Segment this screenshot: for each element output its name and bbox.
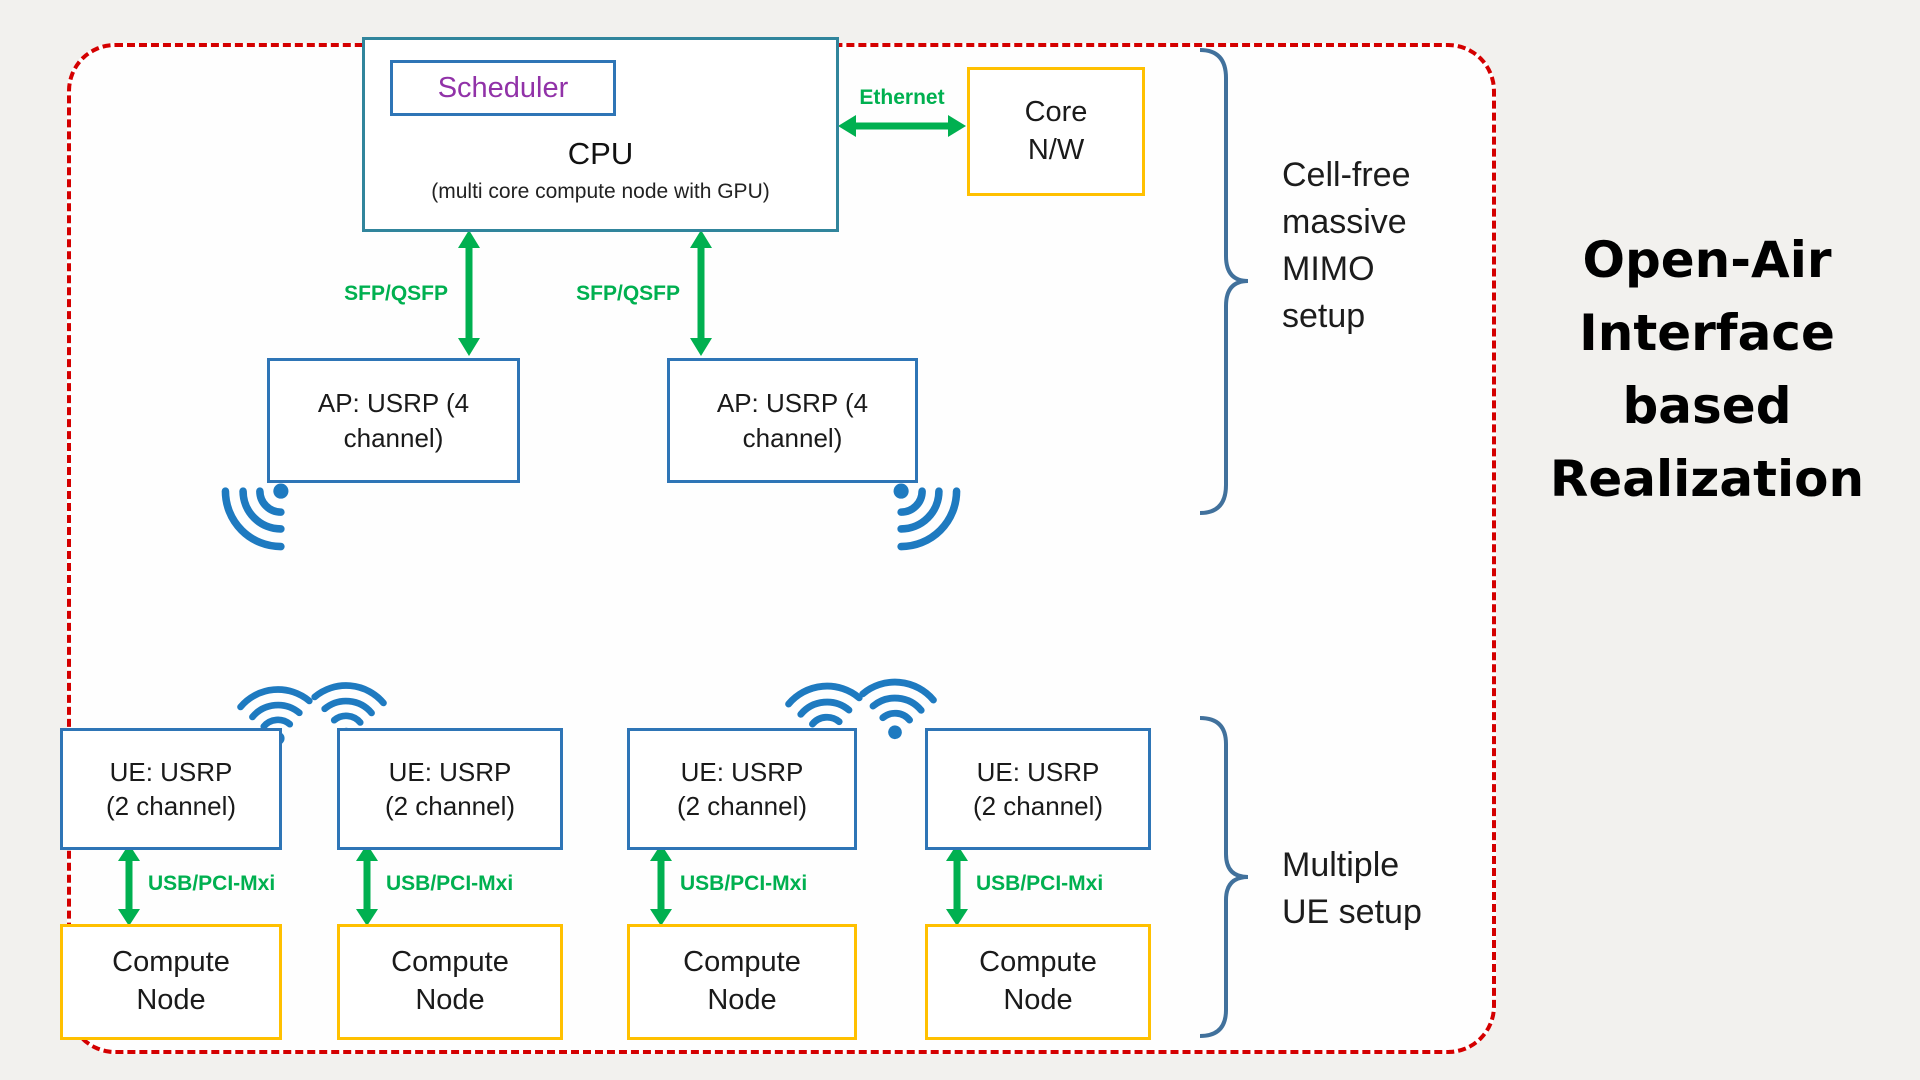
ue-box-1: UE: USRP (2 channel) [60, 728, 282, 850]
ap-box-1: AP: USRP (4 channel) [267, 358, 520, 483]
main-title-line4: Realization [1549, 450, 1865, 508]
ue4-line2: (2 channel) [972, 791, 1104, 821]
cn1-line1: Compute [112, 946, 230, 979]
top-group-brace [1199, 48, 1249, 515]
ue4-line1: UE: USRP [976, 756, 1100, 787]
main-title-line3: based [1622, 377, 1792, 435]
ue-box-3: UE: USRP (2 channel) [627, 728, 857, 850]
cn2-line1: Compute [391, 946, 509, 979]
scheduler-box: Scheduler [390, 60, 616, 116]
compute-node-box-3: Compute Node [627, 924, 857, 1040]
ap1-line1: AP: USRP (4 [317, 388, 470, 419]
main-title-line2: Interface [1579, 304, 1835, 362]
main-title-line1: Open-Air [1582, 231, 1832, 289]
sfp-left-arrow [458, 230, 480, 356]
bottom-group-label: Multiple UE setup [1282, 842, 1422, 936]
ue1-line2: (2 channel) [105, 791, 237, 821]
usb-arrow-3 [650, 844, 672, 926]
ap-box-2: AP: USRP (4 channel) [667, 358, 918, 483]
ue-box-4: UE: USRP (2 channel) [925, 728, 1151, 850]
ap2-line2: channel) [742, 422, 843, 453]
sfp-right-arrow [690, 230, 712, 356]
usb-arrow-1 [118, 844, 140, 926]
cpu-sublabel: (multi core compute node with GPU) [431, 180, 770, 203]
top-group-label: Cell-free massive MIMO setup [1282, 152, 1410, 340]
usb-label-4: USB/PCI-Mxi [976, 872, 1104, 895]
bottom-group-brace [1199, 716, 1249, 1038]
cn4-line1: Compute [979, 946, 1097, 979]
wifi-icon-ue4 [859, 678, 937, 740]
usb-label-2: USB/PCI-Mxi [386, 872, 514, 895]
core-network-line2: N/W [1027, 133, 1085, 166]
top-group-line4: setup [1282, 296, 1366, 335]
usb-arrow-2 [356, 844, 378, 926]
usb-arrow-4 [946, 844, 968, 926]
cn3-line2: Node [707, 984, 777, 1016]
ue-box-2: UE: USRP (2 channel) [337, 728, 563, 850]
ue2-line1: UE: USRP [388, 756, 512, 787]
wifi-icon-ap2 [893, 483, 961, 551]
compute-node-box-4: Compute Node [925, 924, 1151, 1040]
ethernet-label: Ethernet [859, 86, 945, 109]
sfp-left-label: SFP/QSFP [344, 282, 448, 305]
ue3-line1: UE: USRP [680, 756, 804, 787]
core-network-box: Core N/W [967, 67, 1145, 196]
wifi-icon-ap1 [221, 483, 289, 551]
sfp-right-label: SFP/QSFP [576, 282, 680, 305]
cn2-line2: Node [415, 984, 485, 1016]
cpu-label: CPU [567, 136, 634, 171]
cpu-box: Scheduler CPU (multi core compute node w… [362, 37, 839, 232]
ue2-line2: (2 channel) [384, 791, 516, 821]
bottom-group-line2: UE setup [1282, 892, 1422, 931]
usb-label-3: USB/PCI-Mxi [680, 872, 808, 895]
ue3-line2: (2 channel) [676, 791, 808, 821]
bottom-group-line1: Multiple [1282, 846, 1400, 884]
cn4-line2: Node [1003, 984, 1073, 1016]
compute-node-box-1: Compute Node [60, 924, 282, 1040]
ap1-line2: channel) [343, 422, 444, 453]
cn3-line1: Compute [683, 946, 801, 979]
main-title: Open-Air Interface based Realization [1505, 224, 1909, 516]
ap2-line1: AP: USRP (4 [716, 388, 869, 419]
cn1-line2: Node [136, 984, 206, 1016]
top-group-line3: MIMO [1282, 249, 1375, 288]
ethernet-arrow [838, 115, 966, 137]
top-group-line1: Cell-free [1282, 156, 1411, 194]
core-network-line1: Core [1024, 95, 1088, 128]
compute-node-box-2: Compute Node [337, 924, 563, 1040]
usb-label-1: USB/PCI-Mxi [148, 872, 276, 895]
ue1-line1: UE: USRP [109, 756, 233, 787]
scheduler-label: Scheduler [437, 71, 569, 104]
top-group-line2: massive [1282, 202, 1407, 241]
